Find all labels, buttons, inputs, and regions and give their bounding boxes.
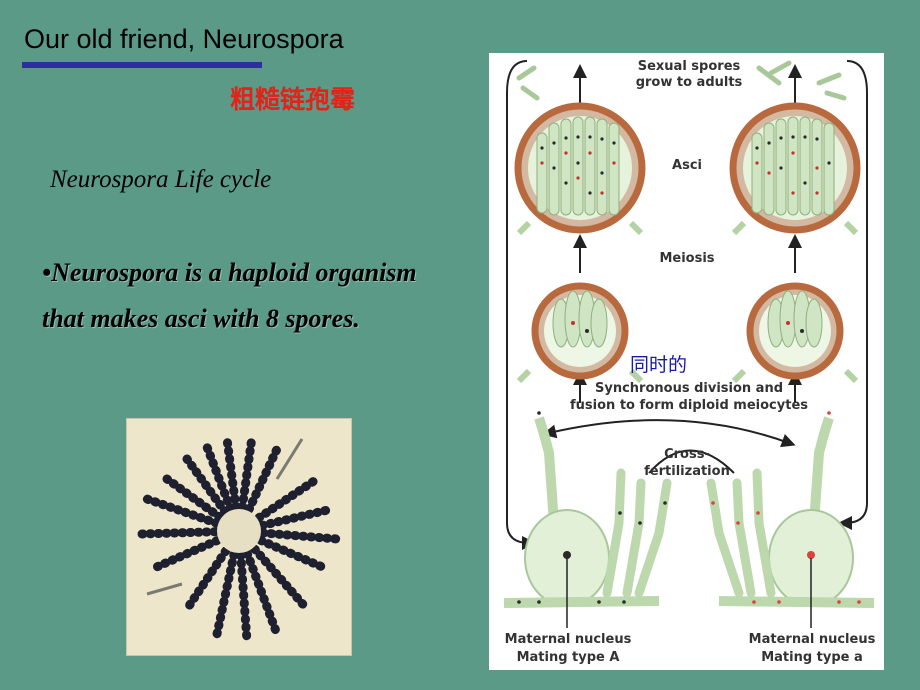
label-sexual-spores-line2: grow to adults xyxy=(635,75,743,90)
chinese-title: 粗糙链孢霉 xyxy=(230,85,356,114)
life-cycle-diagram: Sexual spores grow to adults Asci Meiosi… xyxy=(489,53,884,670)
ascus-rosette-image xyxy=(127,419,351,655)
label-left-nucleus: Maternal nucleus Mating type A xyxy=(493,631,643,667)
bullet-text: Neurospora is a haploid organism that ma… xyxy=(42,258,417,333)
label-right-nucleus-line1: Maternal nucleus xyxy=(748,632,876,647)
ascus-right xyxy=(729,102,861,236)
label-sync-line1: Synchronous division and xyxy=(594,381,784,396)
label-cross-fertilization: Cross- fertilization xyxy=(637,446,737,480)
label-asci: Asci xyxy=(672,158,702,173)
title-underline xyxy=(22,62,262,68)
meiocyte-left xyxy=(516,282,644,384)
label-sync-line2: fusion to form diploid meiocytes xyxy=(570,398,808,413)
bullet-point: •Neurospora is a haploid organism that m… xyxy=(42,250,422,342)
meiocyte-right xyxy=(731,282,859,384)
annotation-synchronous-chinese: 同时的 xyxy=(630,354,688,376)
life-cycle-figure xyxy=(503,60,875,628)
label-synchronous-division: Synchronous division and fusion to form … xyxy=(564,380,814,414)
ascus-left xyxy=(514,102,646,236)
mating-type-a-right xyxy=(706,411,875,628)
slide-title: Our old friend, Neurospora xyxy=(24,24,344,54)
ascus-micrograph xyxy=(126,418,352,656)
label-cross-line1: Cross- xyxy=(664,447,710,462)
label-sexual-spores-line1: Sexual spores xyxy=(637,59,741,74)
label-meiosis: Meiosis xyxy=(659,251,715,266)
bullet-marker: • xyxy=(42,258,52,287)
label-cross-line2: fertilization xyxy=(644,464,730,479)
label-right-nucleus: Maternal nucleus Mating type a xyxy=(737,631,887,667)
slide-subtitle: Neurospora Life cycle xyxy=(50,166,272,193)
label-left-nucleus-line1: Maternal nucleus xyxy=(504,632,632,647)
mating-type-a-left xyxy=(503,411,672,628)
label-left-nucleus-line2: Mating type A xyxy=(516,650,620,665)
label-sexual-spores: Sexual spores grow to adults xyxy=(619,59,759,91)
label-right-nucleus-line2: Mating type a xyxy=(761,650,863,665)
